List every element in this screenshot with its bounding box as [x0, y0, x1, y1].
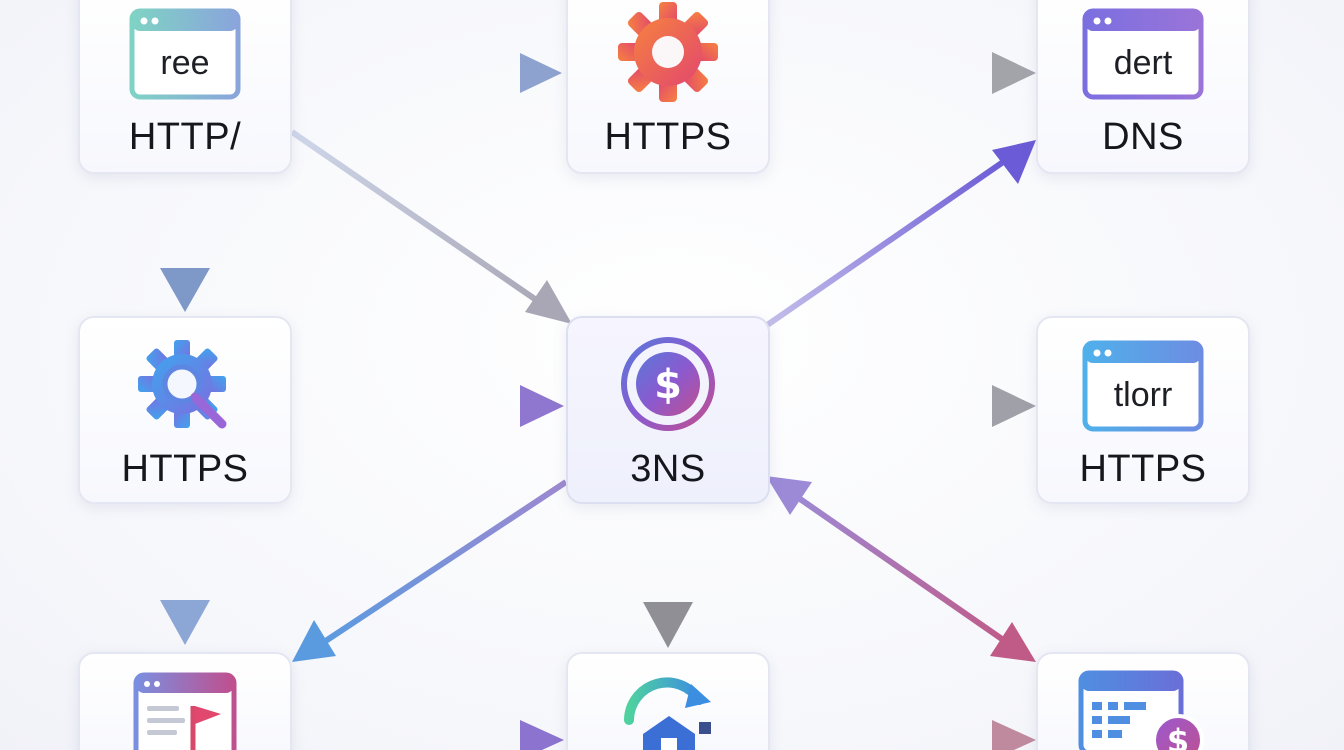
arrowhead-n5-n7 — [292, 620, 336, 662]
node-3ns[interactable]: $ 3NS — [566, 316, 770, 504]
arrowhead-n1-n4 — [160, 268, 210, 312]
arrowhead-n8-n9 — [992, 720, 1036, 750]
node-dns[interactable]: dert DNS — [1036, 0, 1250, 174]
arrowhead-n7-n8 — [520, 720, 564, 750]
window-text: tlorr — [1114, 376, 1173, 414]
arrowhead-n5-n3 — [992, 140, 1036, 184]
node-label: HTTPS — [1079, 448, 1207, 490]
edge-n5-n9 — [788, 489, 1014, 649]
dollar-coin-icon: $ — [621, 337, 715, 431]
arrowhead-n5-n8 — [643, 602, 693, 648]
gear-icon — [618, 2, 718, 102]
svg-text:$: $ — [654, 362, 682, 408]
svg-text:$: $ — [1167, 722, 1189, 750]
arrowhead-n1-n5 — [525, 280, 572, 324]
node-https-gear[interactable]: HTTPS — [566, 0, 770, 174]
browser-window-icon: ree — [129, 8, 241, 100]
browser-window-icon: tlorr — [1082, 340, 1204, 432]
window-text: ree — [160, 44, 209, 82]
arrowhead-n5-n6 — [992, 385, 1036, 427]
node-browser-flag[interactable] — [78, 652, 292, 750]
browser-flag-icon — [133, 672, 237, 750]
node-label: HTTPS — [604, 116, 732, 158]
gear-search-icon — [138, 340, 227, 429]
node-http[interactable]: ree HTTP/ — [78, 0, 292, 174]
dashboard-dollar-icon: $ — [1078, 670, 1204, 750]
node-https-search[interactable]: HTTPS — [78, 316, 292, 504]
node-label: DNS — [1102, 116, 1184, 158]
arrowhead-n1-n2 — [520, 53, 562, 93]
browser-window-icon: dert — [1082, 8, 1204, 100]
refresh-home-icon — [624, 677, 711, 750]
node-label: HTTP/ — [128, 116, 242, 158]
arrowhead-n2-n3 — [992, 52, 1036, 94]
edge-n5-n3 — [758, 157, 1008, 333]
window-text: dert — [1114, 44, 1173, 82]
node-dashboard-dollar[interactable]: $ — [1036, 652, 1250, 750]
node-label: 3NS — [630, 448, 706, 490]
node-https-window[interactable]: tlorr HTTPS — [1036, 316, 1250, 504]
node-label: HTTPS — [121, 448, 249, 490]
edge-n1-n5 — [290, 129, 547, 309]
arrowhead-n5-n9-start — [766, 476, 812, 515]
arrowhead-n5-n9-end — [990, 622, 1036, 662]
node-refresh-home[interactable] — [566, 652, 770, 750]
arrowhead-n4-n7 — [160, 600, 210, 645]
edge-n5-n7 — [316, 479, 568, 649]
arrowhead-n4-n5 — [520, 385, 564, 427]
